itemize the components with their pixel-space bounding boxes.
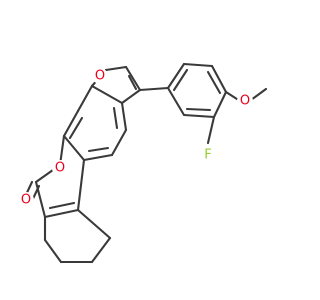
bond — [182, 62, 214, 68]
bond — [166, 86, 186, 117]
bond — [212, 90, 228, 119]
bond — [249, 87, 268, 102]
lactone-ring-oxygen-label: O — [55, 161, 65, 176]
bond — [43, 208, 80, 219]
bond — [76, 208, 112, 240]
atom-label-background — [18, 192, 34, 208]
bond — [120, 101, 128, 132]
bond — [90, 84, 124, 105]
bond — [90, 236, 112, 264]
bond — [110, 128, 128, 157]
bond — [76, 84, 94, 113]
carbonyl-oxygen-label: O — [21, 193, 31, 208]
bond — [62, 109, 80, 138]
atom-labels: O O F O O — [18, 68, 253, 208]
bond — [124, 65, 142, 92]
bond — [62, 134, 86, 162]
bond — [48, 201, 76, 210]
bond — [138, 86, 170, 92]
bond — [206, 70, 222, 95]
bond — [82, 153, 114, 162]
bond — [206, 115, 216, 145]
bond — [43, 238, 63, 264]
bond — [76, 158, 86, 212]
bond — [185, 107, 212, 112]
atom-label-background — [200, 147, 216, 163]
fluorine-label: F — [204, 148, 211, 163]
bond — [210, 64, 228, 94]
bond — [172, 68, 189, 92]
atom-label-background — [237, 93, 253, 109]
bond — [127, 74, 138, 91]
bond — [112, 106, 119, 130]
molecule-diagram: O O F O O — [18, 62, 268, 264]
bond — [87, 146, 110, 153]
methoxy-oxygen-label: O — [240, 94, 250, 109]
bond — [104, 65, 128, 72]
bond — [182, 113, 216, 119]
furan-oxygen-label: O — [95, 69, 105, 84]
atom-label-background — [92, 68, 108, 84]
atom-label-background — [52, 160, 68, 176]
bond — [120, 88, 142, 105]
bond — [166, 62, 186, 90]
structure-canvas: O O F O O — [18, 62, 268, 264]
bond — [68, 116, 84, 140]
